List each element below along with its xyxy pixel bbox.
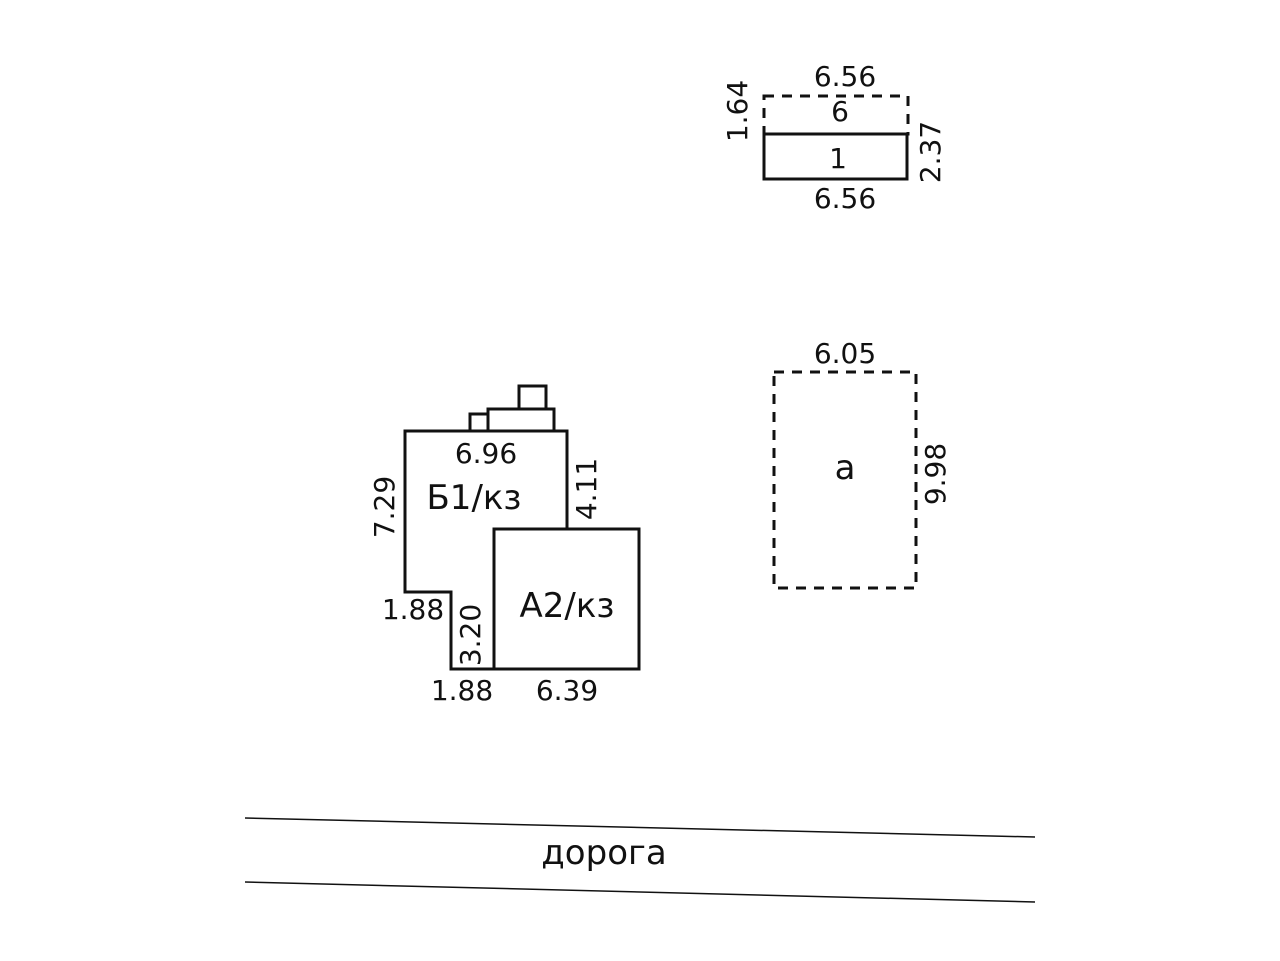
structure-a-top-length: 6.05 <box>814 337 876 370</box>
road-edge-bottom <box>244 881 1036 903</box>
building-a2-label: А2/кз <box>520 586 615 626</box>
shed-1-bottom-length: 6.56 <box>814 182 876 215</box>
porch-block-top <box>517 384 548 411</box>
building-b1-top-length: 6.96 <box>455 437 517 470</box>
road: дорога <box>244 817 1036 903</box>
building-b1-label: Б1/кз <box>426 478 521 518</box>
building-b1-left-height: 7.29 <box>368 476 401 538</box>
shed-1-top-dashed-length: 6.56 <box>814 60 876 93</box>
building-b1-right-height: 4.11 <box>570 458 603 520</box>
shed-1: 6.56 6 1 6.56 1.64 2.37 <box>721 60 947 215</box>
road-label: дорога <box>541 833 666 873</box>
porch-block-middle <box>486 407 556 433</box>
building-b1-outline <box>403 429 569 671</box>
structure-a-label: а <box>835 448 856 488</box>
road-edge-top <box>244 817 1036 838</box>
shed-1-label: 1 <box>829 142 847 175</box>
building-b1-step-top: 1.88 <box>382 593 444 626</box>
building-b1-step-height: 3.20 <box>454 604 487 666</box>
building-b1: 6.96 Б1/кз 7.29 4.11 1.88 3.20 1.88 <box>368 384 603 707</box>
structure-a-right-height: 9.98 <box>919 443 952 505</box>
shed-1-right-height: 2.37 <box>914 121 947 183</box>
building-a2-outline <box>492 527 641 671</box>
shed-1-left-dashed-height: 1.64 <box>721 80 754 142</box>
building-a2: А2/кз 6.39 <box>492 527 641 707</box>
porch-block-small <box>468 412 490 433</box>
shed-1-top-dashed-inner: 6 <box>831 95 849 128</box>
shed-1-outline <box>762 132 909 181</box>
building-a2-bottom-length: 6.39 <box>536 674 598 707</box>
building-b1-step-bottom: 1.88 <box>431 674 493 707</box>
structure-a: 6.05 а 9.98 <box>772 337 952 590</box>
